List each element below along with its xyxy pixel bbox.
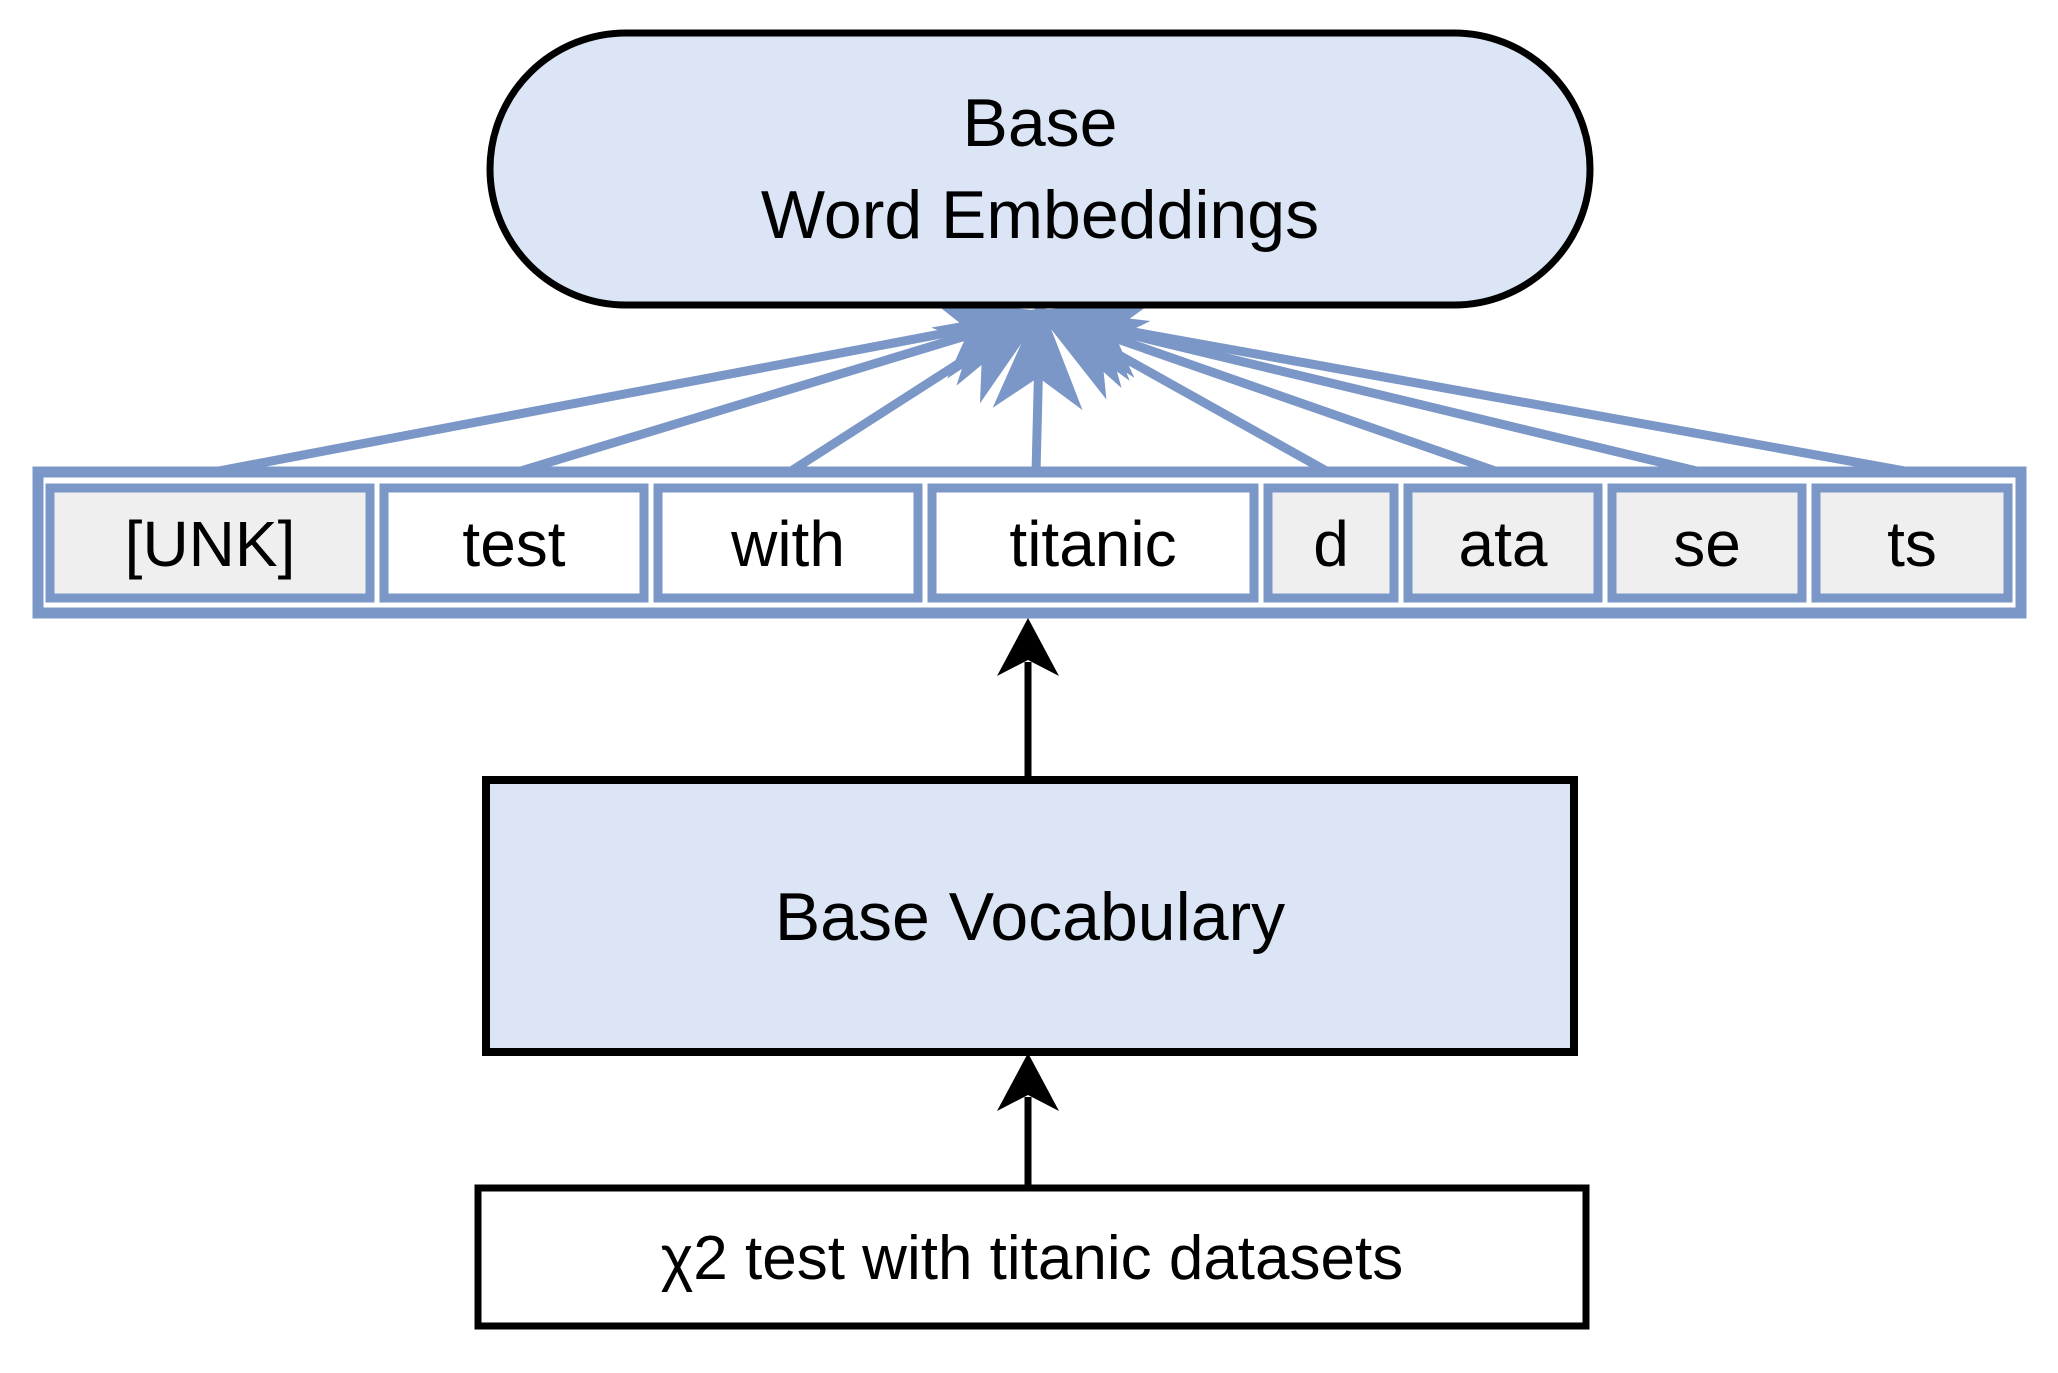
- token-cell-ts-shape: [1811, 483, 2013, 603]
- token-cell-unk-shape: [45, 483, 375, 603]
- token-label-ata: ata: [1459, 508, 1548, 580]
- base-vocabulary-label: Base Vocabulary: [775, 879, 1285, 955]
- token-cell-se-shape: [1607, 483, 1807, 603]
- token-cell-se: se: [1607, 483, 1807, 603]
- token-label-unk: [UNK]: [125, 508, 296, 580]
- fan-line-titanic: [992, 301, 1083, 474]
- token-cell-ts: ts: [1811, 483, 2013, 603]
- fan-connectors: [207, 289, 1917, 478]
- base-vocabulary-shape: [482, 776, 1578, 1056]
- fan-line-test: [512, 299, 1047, 478]
- token-cell-unk: [UNK]: [45, 483, 375, 603]
- arrow-vocab-to-tokens-head: [997, 618, 1059, 676]
- base-vocabulary-node: Base Vocabulary: [482, 776, 1578, 1056]
- fan-line-unk: [207, 290, 1045, 478]
- token-label-titanic: titanic: [1009, 508, 1176, 580]
- fan-line-se: [1035, 293, 1707, 478]
- token-cell-d: d: [1263, 483, 1399, 603]
- token-cell-with-shape: [653, 483, 923, 603]
- token-cell-test: test: [379, 483, 649, 603]
- token-cell-test-shape: [379, 483, 649, 603]
- fan-line-ata: [1034, 303, 1503, 478]
- input-sentence-node: χ2 test with titanic datasets: [474, 1184, 1590, 1330]
- token-label-with: with: [730, 508, 845, 580]
- base-word-embeddings-label-line2: Word Embeddings: [761, 177, 1319, 253]
- token-label-d: d: [1313, 508, 1349, 580]
- token-cell-d-shape: [1263, 483, 1399, 603]
- fan-line-d: [1034, 307, 1333, 477]
- token-cell-titanic: titanic: [927, 483, 1259, 603]
- token-label-test: test: [462, 508, 565, 580]
- token-cell-ata: ata: [1403, 483, 1603, 603]
- fan-line-ts: [1036, 289, 1917, 478]
- token-label-se: se: [1673, 508, 1741, 580]
- token-cell-ata-shape: [1403, 483, 1603, 603]
- input-sentence-shape: [474, 1184, 1590, 1330]
- base-word-embeddings-label-line1: Base: [963, 85, 1118, 161]
- input-sentence-label: χ2 test with titanic datasets: [661, 1224, 1403, 1293]
- token-cell-titanic-shape: [927, 483, 1259, 603]
- arrow-sentence-to-vocab: [997, 1053, 1059, 1188]
- base-word-embeddings-shape: [486, 29, 1594, 309]
- base-word-embeddings-node: Base Word Embeddings: [486, 29, 1594, 309]
- token-label-ts: ts: [1887, 508, 1937, 580]
- token-row: [UNK] test with titanic d ata se: [32, 466, 2027, 619]
- arrow-sentence-to-vocab-head: [997, 1053, 1059, 1111]
- token-cell-with: with: [653, 483, 923, 603]
- arrow-vocab-to-tokens: [997, 618, 1059, 780]
